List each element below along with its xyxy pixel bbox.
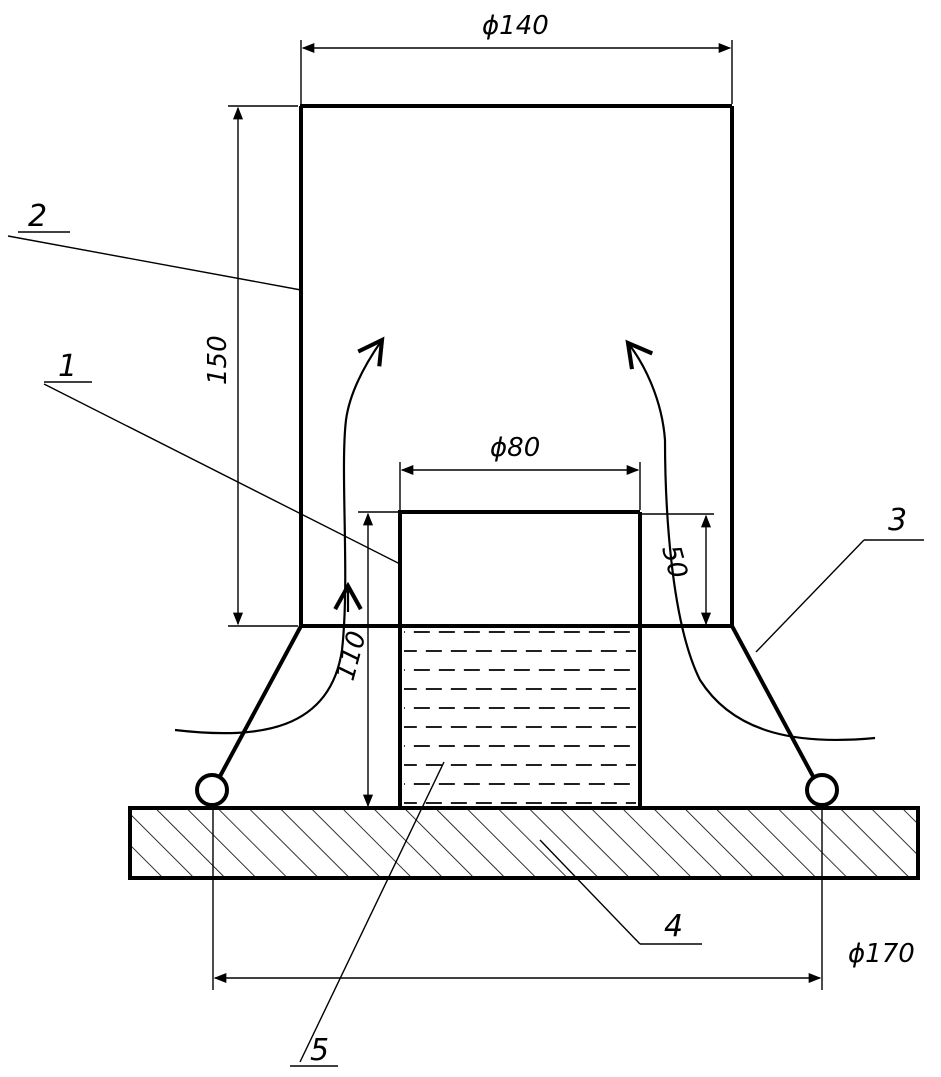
cone-skirt — [195, 625, 839, 807]
label-2: 2 — [28, 199, 47, 234]
label-base: 4 — [539, 839, 702, 945]
dim-inner-diameter-label: ϕ80 — [490, 433, 540, 463]
dim-outer-height-label: 150 — [203, 335, 233, 385]
base-plate — [128, 806, 920, 880]
label-outer-cylinder: 2 — [7, 199, 302, 291]
label-cone: 3 — [755, 503, 924, 653]
inner-cup — [398, 510, 642, 808]
airflow-right — [625, 339, 876, 742]
label-inner-cup: 1 — [43, 349, 401, 565]
dim-base-diameter-label: ϕ170 — [848, 939, 915, 969]
liquid — [404, 631, 636, 804]
airflow-left — [174, 336, 385, 735]
label-liquid: 5 — [290, 761, 445, 1068]
dim-base-diameter: ϕ170 — [212, 806, 915, 990]
dim-outer-diameter-label: ϕ140 — [482, 11, 549, 41]
label-1: 1 — [58, 349, 77, 384]
label-5: 5 — [310, 1033, 329, 1068]
left-roller — [195, 773, 229, 807]
dim-inner-diameter: ϕ80 — [399, 433, 641, 510]
label-3: 3 — [888, 503, 907, 538]
right-roller — [805, 773, 839, 807]
label-4: 4 — [664, 909, 683, 944]
dim-inner-height-label: 110 — [331, 628, 373, 684]
dim-outer-height: 150 — [203, 105, 298, 627]
dim-outer-diameter: ϕ140 — [300, 11, 733, 104]
